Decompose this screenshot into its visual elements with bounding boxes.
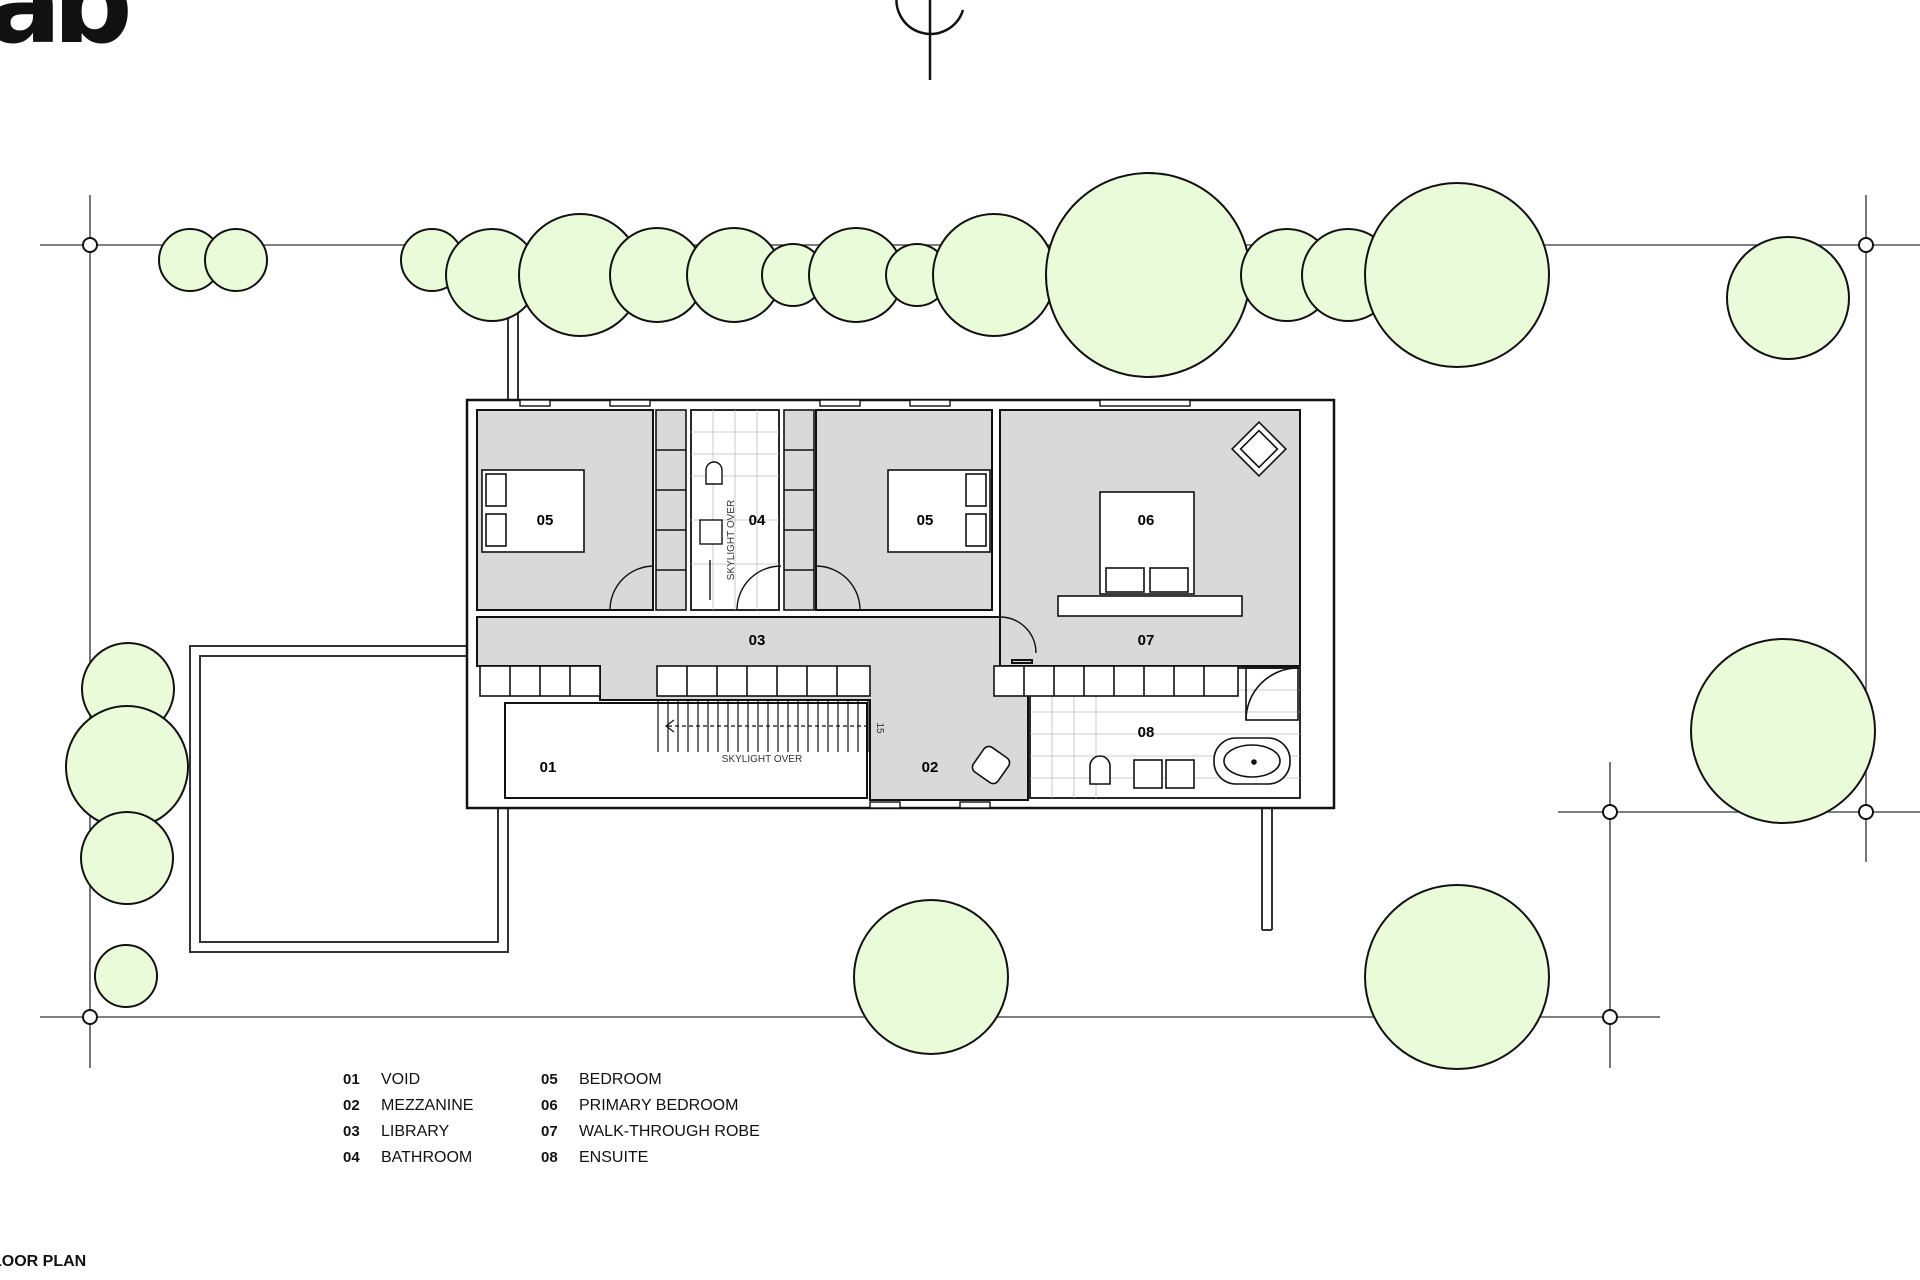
legend-name: MEZZANINE [381, 1097, 474, 1114]
legend-num: 08 [541, 1149, 558, 1166]
room-label-06: 06 [1138, 512, 1155, 529]
legend-name: BATHROOM [381, 1149, 473, 1166]
void-area [504, 702, 868, 799]
room-label-03: 03 [749, 632, 766, 649]
windows [519, 399, 1191, 809]
room-label-08: 08 [1138, 724, 1155, 741]
legend-num: 01 [343, 1071, 360, 1088]
wardrobes [655, 409, 815, 611]
trees [65, 172, 1876, 1070]
legend-name: ENSUITE [579, 1149, 649, 1166]
bathroom-fixtures [699, 461, 723, 600]
legend-num: 05 [541, 1071, 558, 1088]
room-label-07: 07 [1138, 632, 1155, 649]
staircase [657, 700, 869, 752]
room-label-04: 04 [749, 512, 766, 529]
legend-num: 04 [343, 1149, 360, 1166]
legend-name: VOID [381, 1071, 421, 1088]
stair-skylight-note: SKYLIGHT OVER [722, 754, 802, 765]
room-label-01: 01 [540, 759, 557, 776]
room-label-05b: 05 [917, 512, 934, 529]
legend-num: 02 [343, 1097, 360, 1114]
stair-riser-count: 15 [874, 722, 885, 734]
legend-num: 03 [343, 1123, 360, 1140]
north-arrow-icon [895, 0, 965, 80]
legend-num: 06 [541, 1097, 558, 1114]
chair-icon [971, 745, 1011, 785]
armchair-icon [1230, 420, 1288, 478]
pool-outline [189, 645, 509, 953]
drawing-caption: LOOR PLAN [0, 1253, 87, 1270]
room-label-05a: 05 [537, 512, 554, 529]
studio-logo: ab [0, 0, 133, 69]
ensuite-fixtures [1089, 667, 1299, 789]
legend-name: WALK-THROUGH ROBE [579, 1123, 760, 1140]
bathroom-skylight-note: SKYLIGHT OVER [726, 500, 737, 580]
room-label-02: 02 [922, 759, 939, 776]
robe-shelves [993, 665, 1239, 697]
library-shelves [479, 665, 871, 697]
room-legend: 01 VOID 05 BEDROOM 02 MEZZANINE 06 PRIMA… [343, 1070, 799, 1168]
grid-markers [82, 237, 1874, 1025]
legend-num: 07 [541, 1123, 558, 1140]
legend-name: PRIMARY BEDROOM [579, 1097, 739, 1114]
door-swings [609, 565, 1037, 654]
beds [481, 469, 1243, 617]
legend-name: BEDROOM [579, 1071, 662, 1088]
legend-name: LIBRARY [381, 1123, 450, 1140]
